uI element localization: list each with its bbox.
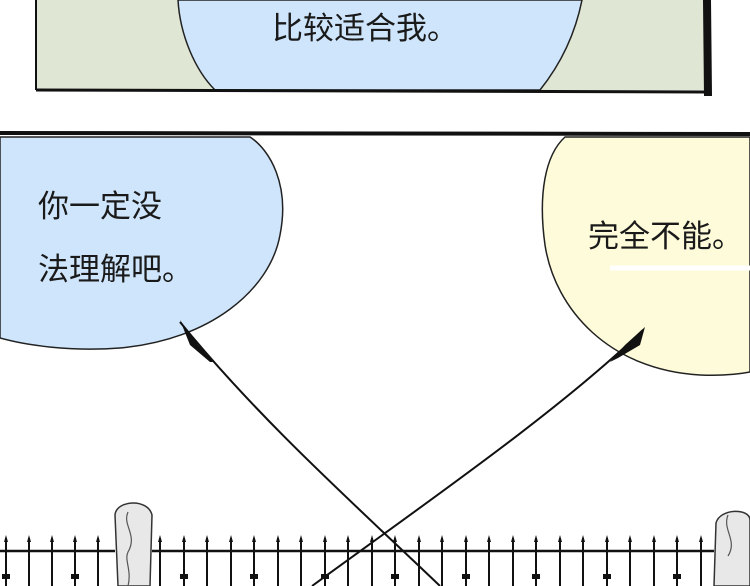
fence-picket-tip — [73, 535, 77, 542]
bottom-panel-top-border — [0, 131, 750, 136]
fence-picket-tip — [323, 535, 327, 542]
fence-picket-knot — [532, 574, 540, 579]
fence-picket-tip — [205, 535, 209, 542]
fence-picket-knot — [603, 574, 611, 579]
left-pointer-line — [179, 321, 441, 586]
fence-picket-tip — [440, 535, 444, 542]
fence-picket-tip — [50, 535, 54, 542]
top-bubble-text: 比较适合我。 — [272, 11, 458, 47]
fence-picket-tip — [346, 535, 350, 542]
fence-picket-knot — [71, 574, 79, 579]
left-bubble-line-1: 你一定没 — [38, 189, 162, 225]
fence-picket-tip — [558, 535, 562, 542]
fence-post-right-crack — [726, 514, 732, 557]
fence-picket-tip — [487, 535, 491, 542]
fence-picket-tip — [370, 535, 374, 542]
fence-picket-knot — [673, 574, 681, 579]
left-bubble-line-2: 法理解吧。 — [38, 252, 193, 288]
fence-picket-tip — [464, 535, 468, 542]
fence-picket-tip — [675, 535, 679, 542]
fence-picket-tip — [652, 535, 656, 542]
fence-picket-knot — [2, 574, 10, 579]
speech-pointers — [179, 320, 645, 586]
fence-picket-tip — [417, 535, 421, 542]
fence-picket-knot — [391, 574, 399, 579]
fence-picket-tip — [299, 535, 303, 542]
right-speech-bubble — [541, 136, 750, 376]
fence-picket-tip — [276, 535, 280, 542]
fence-picket-tip — [393, 535, 397, 542]
fence-picket-tip — [581, 535, 585, 542]
fence-picket-knot — [250, 574, 258, 579]
fence-post-left-crack — [126, 511, 132, 586]
fence-picket-tip — [605, 535, 609, 542]
fence — [0, 502, 750, 586]
fence-picket-knot — [462, 574, 470, 579]
fence-picket-tip — [252, 535, 256, 542]
top-panel-bottom-border — [35, 88, 709, 94]
fence-picket-tip — [511, 535, 515, 542]
fence-picket-knot — [321, 574, 329, 579]
fence-picket-knot — [180, 574, 188, 579]
fence-picket-tip — [699, 535, 703, 542]
right-bubble-text: 完全不能。 — [588, 219, 743, 255]
top-panel-right-border — [703, 0, 712, 96]
fence-picket-tip — [182, 535, 186, 542]
right-pointer-line — [311, 329, 644, 586]
top-panel — [35, 0, 712, 96]
fence-picket-tip — [4, 535, 8, 542]
fence-picket-tip — [628, 535, 632, 542]
fence-picket-tip — [534, 535, 538, 542]
fence-picket-tip — [27, 535, 31, 542]
fence-picket-tip — [158, 535, 162, 542]
fence-picket-tip — [96, 535, 100, 542]
left-speech-bubble — [0, 136, 284, 350]
fence-post-right — [713, 510, 750, 586]
fence-picket-tip — [229, 535, 233, 542]
fence-post-left — [114, 502, 153, 586]
